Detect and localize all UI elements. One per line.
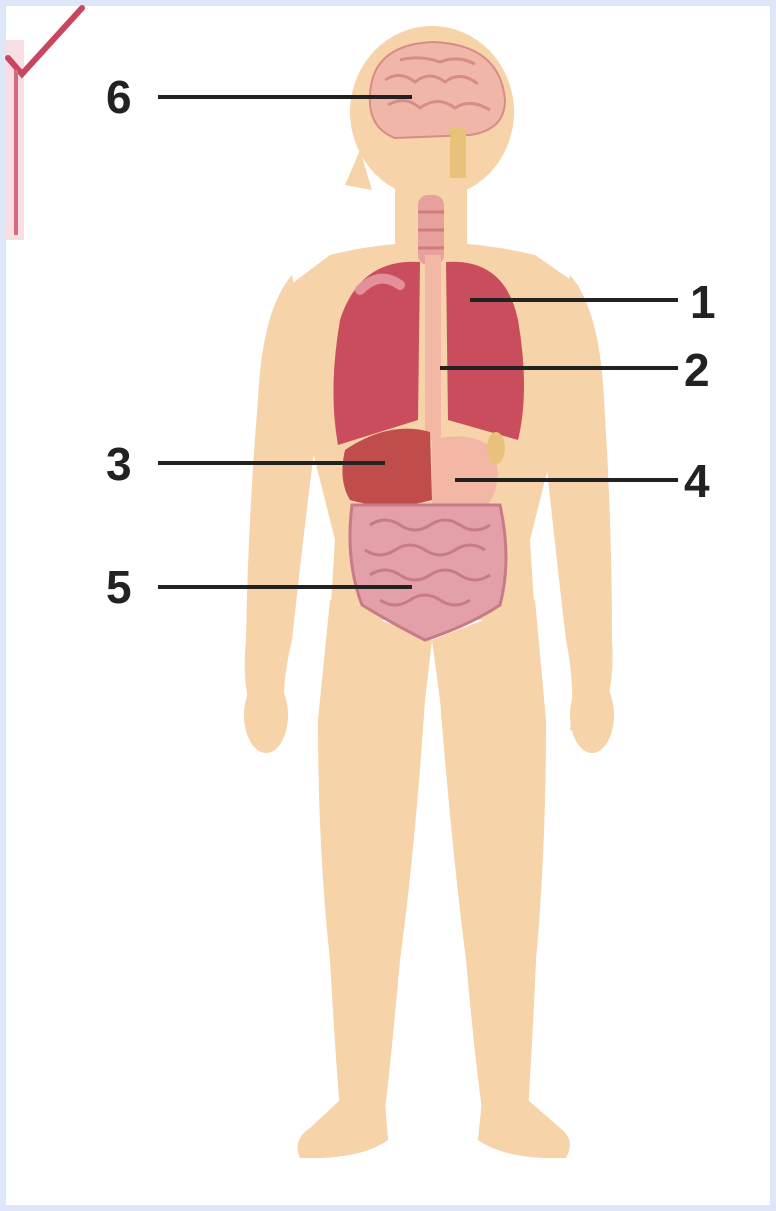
check-mark-icon [6,8,82,240]
esophagus [425,255,441,440]
label-3: 3 [106,438,132,490]
label-2: 2 [684,344,710,396]
label-4: 4 [684,455,710,507]
trachea [418,195,444,265]
label-5: 5 [106,561,132,613]
label-6: 6 [106,71,132,123]
label-1: 1 [690,276,716,328]
